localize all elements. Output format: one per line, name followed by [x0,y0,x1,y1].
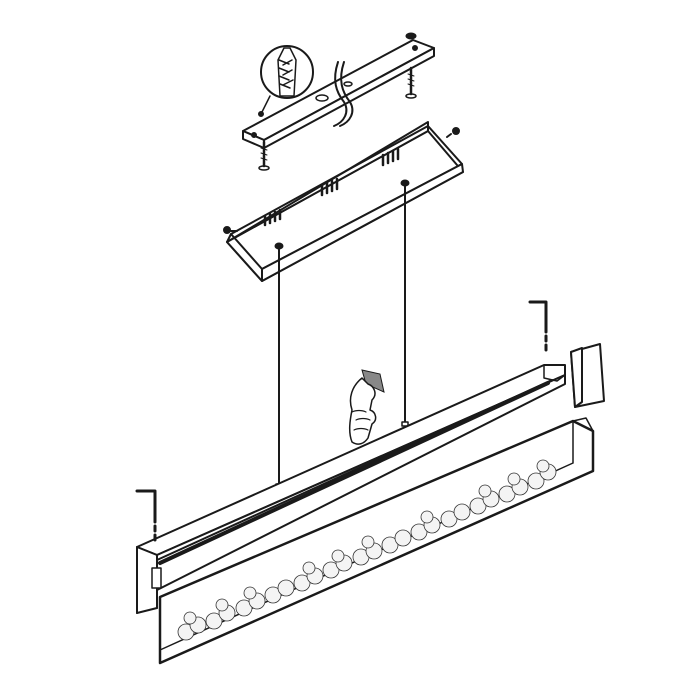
crystal-row [177,459,557,641]
suspension-cable [275,248,283,489]
canopy-set-screw [446,127,460,138]
mounting-bracket [242,32,435,149]
hand-pull-tab [348,369,385,445]
lamp-housing [136,364,566,614]
end-cap-screw [528,300,548,354]
canopy-set-screw [223,226,238,234]
end-cap [570,343,605,408]
suspension-cable [401,185,409,427]
crystal-diffuser [158,417,595,665]
mounting-screw [405,66,417,99]
mounting-screw [258,140,270,171]
wall-anchor [258,45,314,117]
canopy [226,121,464,282]
supply-wire [333,61,354,127]
end-cap-screw [135,489,157,546]
